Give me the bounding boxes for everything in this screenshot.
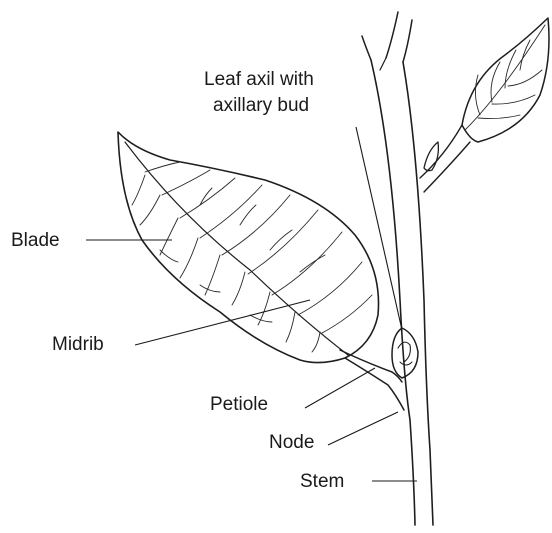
label-leaf-axil-line1: Leaf axil with	[204, 67, 314, 93]
upper-leaf-drawing	[420, 18, 549, 192]
petiole-drawing	[340, 350, 404, 410]
label-petiole: Petiole	[210, 392, 268, 418]
leader-midrib	[135, 300, 310, 345]
blade-drawing	[118, 132, 379, 363]
label-node: Node	[269, 430, 314, 456]
label-blade: Blade	[11, 228, 60, 254]
label-midrib: Midrib	[52, 332, 104, 358]
leader-petiole	[305, 368, 375, 408]
leader-node	[328, 412, 398, 445]
label-leaf-axil-line2: axillary bud	[213, 93, 309, 119]
leader-lines	[86, 127, 417, 481]
label-stem: Stem	[300, 469, 344, 495]
